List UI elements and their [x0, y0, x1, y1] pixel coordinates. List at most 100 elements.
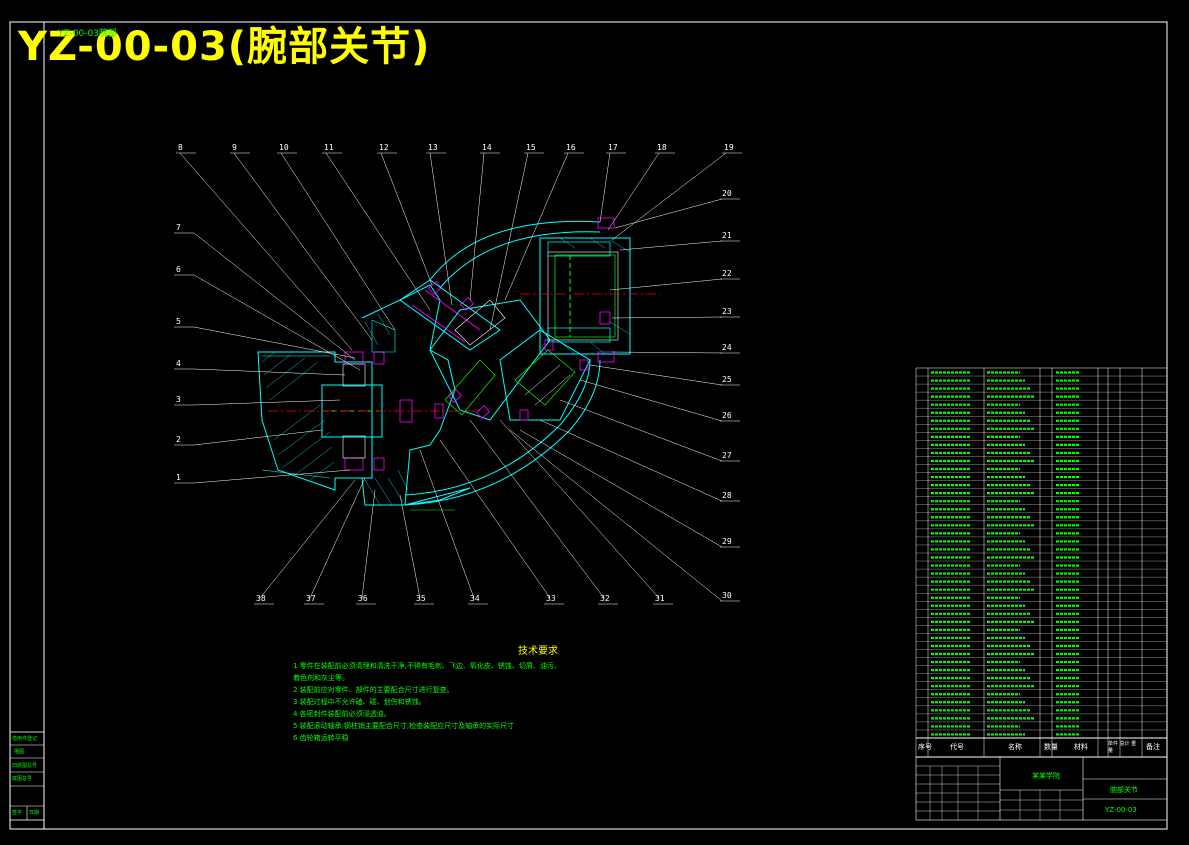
callout-number: 9 [232, 143, 237, 152]
leader-line [380, 152, 433, 286]
header-code: 代号 [950, 743, 964, 751]
callout-number: 5 [176, 317, 181, 326]
callout-number: 1 [176, 473, 181, 482]
leader-line [559, 399, 723, 462]
callout-number: 28 [722, 491, 732, 500]
callout-number: 26 [722, 411, 732, 420]
leader-line [599, 152, 611, 223]
callout-number: 31 [655, 594, 665, 603]
leader-line [193, 326, 356, 359]
callout-number: 7 [176, 223, 181, 232]
leader-line [519, 429, 723, 548]
leader-line [607, 152, 660, 231]
callout-number: 21 [722, 231, 732, 240]
leader-line [609, 278, 723, 291]
stamp-borrow: 借用件登记 [12, 736, 38, 742]
callout-number: 35 [416, 594, 426, 603]
leader-line [429, 152, 453, 306]
tech-note: 1 零件在装配前必须清理和清洗干净,不得有毛刺、飞边、氧化皮、锈蚀、切屑、油污、 [293, 662, 561, 670]
stamp-base-no: 底图总号 [12, 776, 33, 782]
callout-number: 27 [722, 451, 732, 460]
callout-number: 3 [176, 395, 181, 404]
header-qty: 数量 [1044, 743, 1058, 751]
header-name: 名称 [1008, 743, 1022, 751]
tech-requirements: 1 零件在装配前必须清理和清洗干净,不得有毛刺、飞边、氧化皮、锈蚀、切屑、油污、… [293, 660, 561, 744]
callout-number: 2 [176, 435, 181, 444]
tech-note: 4 各密封件装配前必须浸透油。 [293, 710, 391, 718]
callout-number: 20 [722, 189, 732, 198]
leader-line [489, 152, 529, 331]
callout-number: 22 [722, 269, 732, 278]
company-name: 某某学院 [1032, 772, 1060, 780]
leader-line [611, 316, 723, 319]
leader-line [539, 419, 723, 502]
callout-number: 18 [657, 143, 667, 152]
stamp-trace: 描图 [14, 749, 25, 755]
callout-number: 23 [722, 307, 732, 316]
stamp-date: 日期 [29, 810, 40, 816]
callout-number: 24 [722, 343, 732, 352]
tech-note: 6 齿轮箱运转平稳 [293, 734, 349, 742]
callout-number: 14 [482, 143, 492, 152]
stamp-sign: 签字 [12, 810, 23, 816]
leader-line [614, 198, 723, 229]
title-tag: YZ-00-03腕部 [58, 29, 117, 39]
leader-line [193, 429, 323, 446]
stamp-old-no: 旧底图总号 [12, 763, 38, 769]
parts-list [915, 367, 1168, 758]
leader-line [233, 152, 373, 341]
leader-line [589, 364, 723, 386]
drawing-name: 腕部关节 [1110, 786, 1138, 794]
callout-number: 36 [358, 594, 368, 603]
callout-number: 15 [526, 143, 536, 152]
assembly-view [257, 217, 660, 511]
callout-number: 10 [279, 143, 289, 152]
leader-lines [174, 152, 742, 605]
outer-border [9, 21, 1168, 830]
callout-number: 29 [722, 537, 732, 546]
leader-line [309, 477, 366, 599]
leader-line [499, 419, 660, 599]
callout-number: 11 [324, 143, 334, 152]
callout-number: 33 [546, 594, 556, 603]
callout-number: 12 [379, 143, 389, 152]
header-weight: 单件 总计 重量 [1108, 741, 1137, 754]
drawing-title: YZ-00-03(腕部关节) [18, 24, 431, 70]
callout-number: 38 [256, 594, 266, 603]
leader-line [193, 274, 361, 371]
tech-note: 3 装配过程中不允许磕、碰、划伤和锈蚀。 [293, 698, 426, 706]
leader-line [469, 419, 605, 599]
callout-number: 19 [724, 143, 734, 152]
callout-number: 37 [306, 594, 316, 603]
leader-line [509, 429, 723, 602]
callout-number: 32 [600, 594, 610, 603]
drawing-number: YZ-00-03 [1105, 806, 1137, 814]
leader-line [439, 439, 551, 599]
callout-number: 6 [176, 265, 181, 274]
header-material: 材料 [1074, 743, 1088, 751]
left-stamp-block [9, 731, 45, 821]
leader-line [469, 152, 485, 301]
callout-number: 25 [722, 375, 732, 384]
leader-line [419, 449, 475, 599]
leader-line [611, 351, 723, 354]
callout-number: 16 [566, 143, 576, 152]
leader-line [193, 399, 341, 406]
leader-line [193, 469, 351, 484]
tech-note: 着色剂和灰尘等。 [293, 674, 349, 682]
callout-number: 30 [722, 591, 732, 600]
tech-note: 2 装配前应对零件、部件的主要配合尺寸进行复查。 [293, 686, 454, 694]
tech-requirements-heading: 技术要求 [518, 646, 558, 657]
callout-number: 4 [176, 359, 181, 368]
leader-line [579, 379, 723, 422]
callout-number: 13 [428, 143, 438, 152]
header-remark: 备注 [1146, 743, 1160, 751]
leader-line [325, 152, 431, 311]
leader-line [504, 152, 569, 301]
leader-line [399, 494, 421, 599]
leader-line [280, 152, 396, 331]
callout-number: 17 [608, 143, 618, 152]
